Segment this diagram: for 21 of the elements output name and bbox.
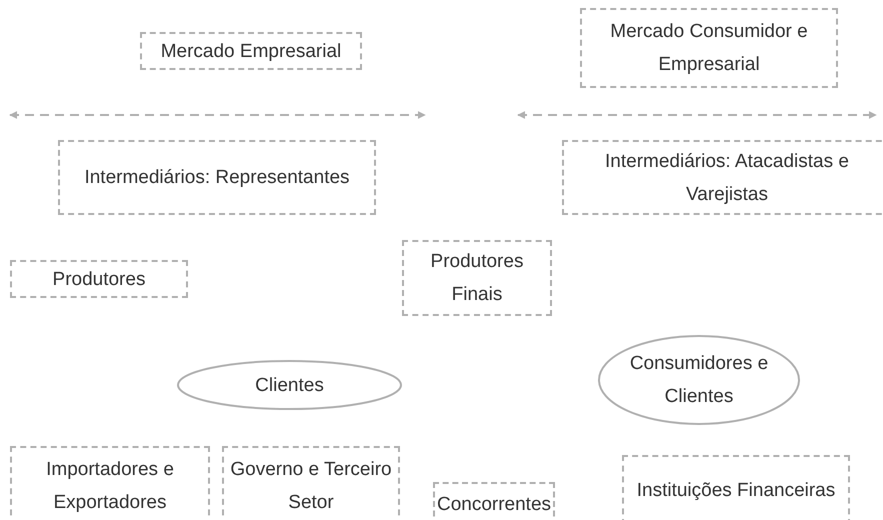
- ellipse-node: [177, 360, 402, 410]
- node-label: Clientes: [254, 374, 325, 398]
- dashed-box: [580, 8, 838, 88]
- node-label: Intermediários: Representantes: [83, 166, 351, 190]
- dashed-box: [622, 455, 850, 520]
- dashed-box: [562, 140, 883, 215]
- ellipse-node: [598, 335, 800, 425]
- node-label: Instituições Financeiras: [636, 478, 836, 502]
- dashed-box: [58, 140, 376, 215]
- node-label: Mercado Consumidor e Empresarial: [609, 20, 809, 77]
- dashed-box: [10, 260, 188, 298]
- node-label: Mercado Empresarial: [160, 40, 342, 64]
- node-label: Intermediários: Atacadistas e Varejistas: [604, 150, 850, 206]
- dashed-box: [402, 240, 552, 316]
- node-label: Governo e Terceiro Setor: [229, 458, 393, 515]
- node-label: Importadores e Exportadores: [45, 458, 175, 515]
- node-label: Produtores Finais: [430, 250, 524, 307]
- node-label: Concorrentes: [436, 492, 552, 516]
- node-label: Produtores: [52, 268, 146, 292]
- dashed-box: [140, 32, 362, 70]
- node-label: Consumidores e Clientes: [628, 352, 770, 409]
